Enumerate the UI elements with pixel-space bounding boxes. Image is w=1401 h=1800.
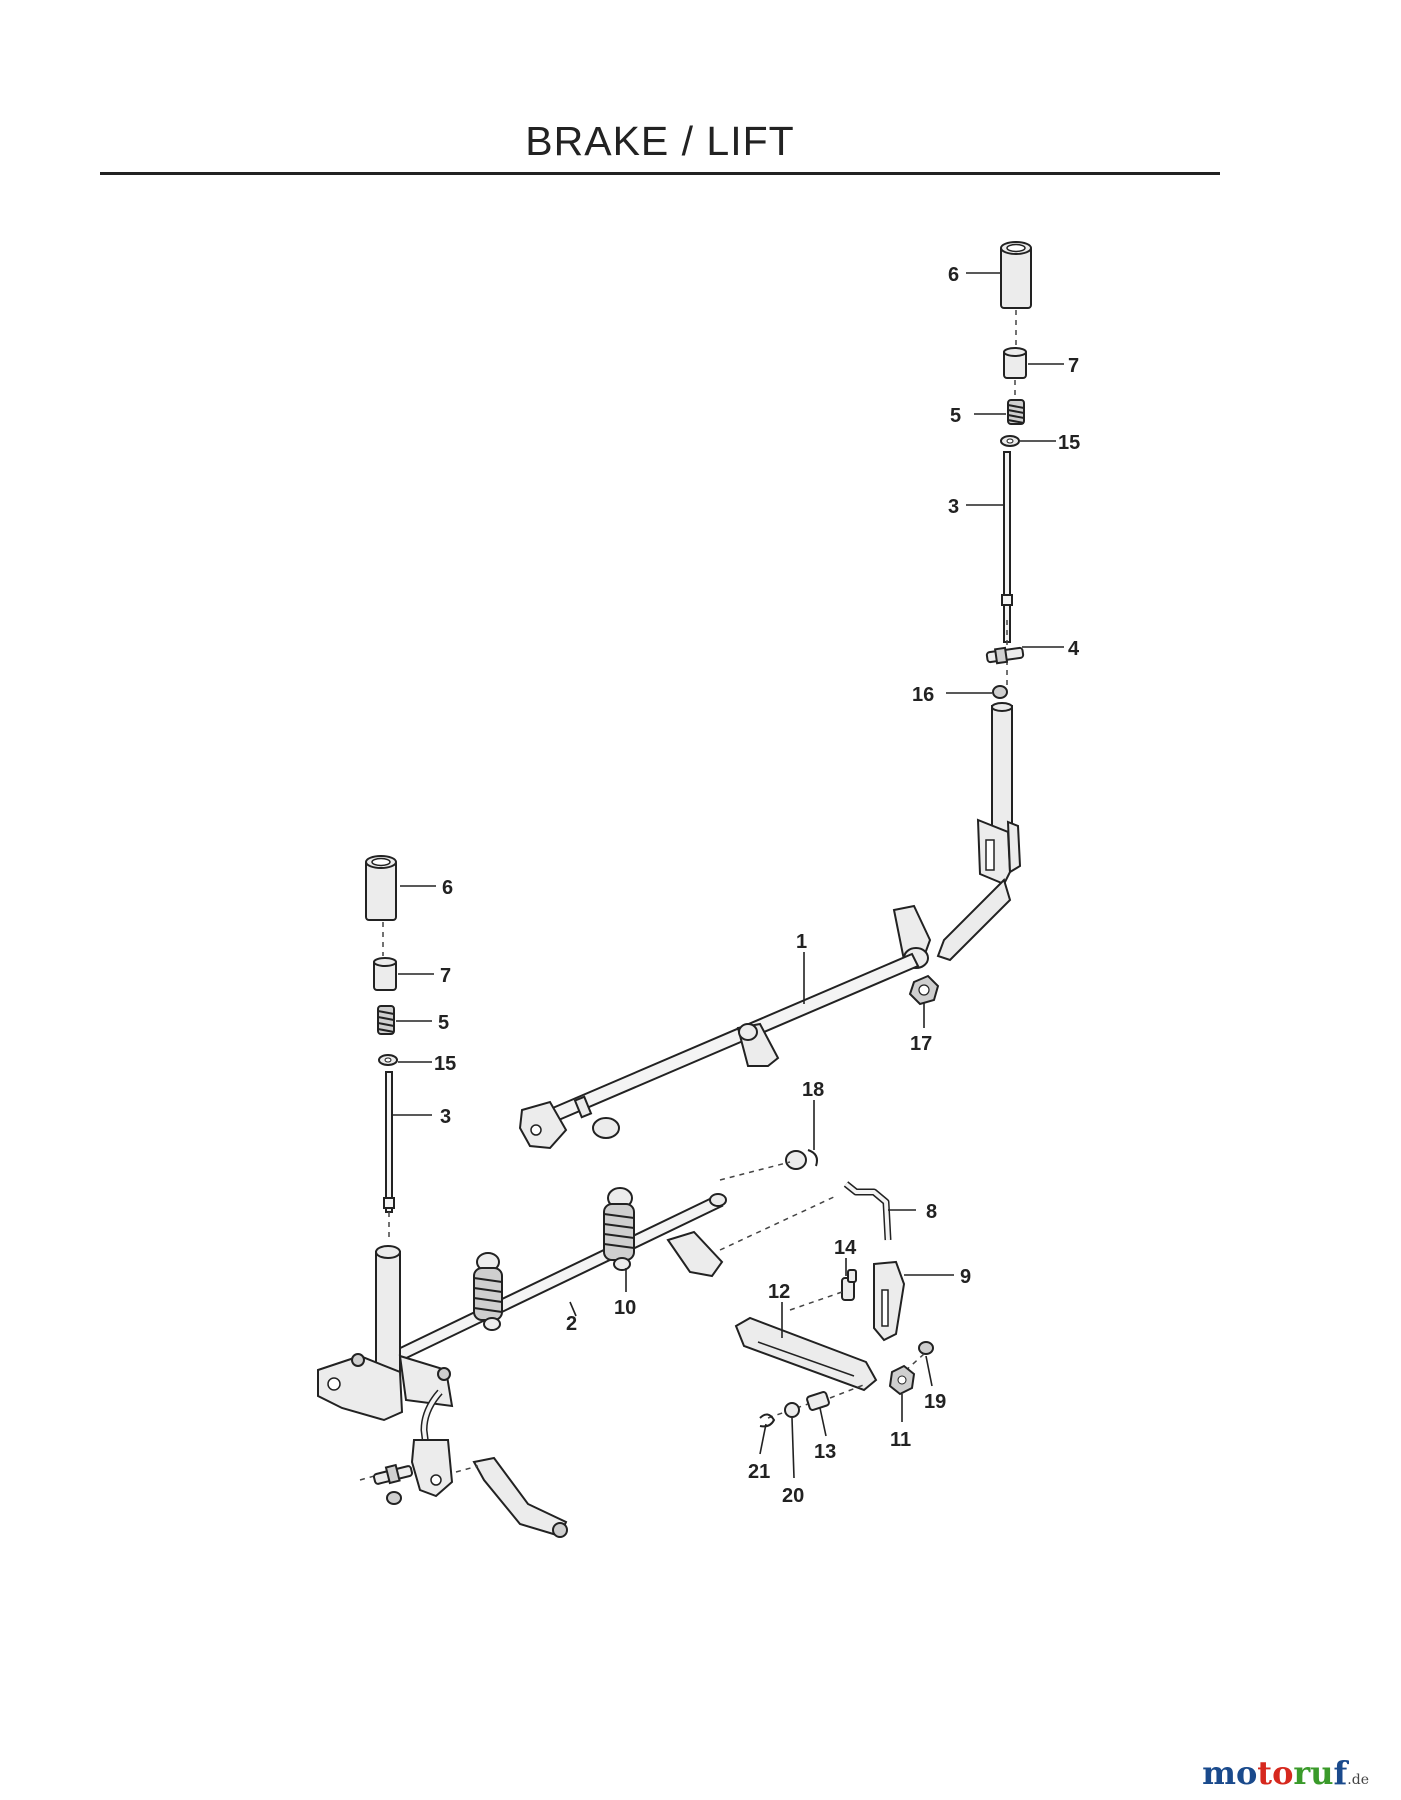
callout-1: 1 — [796, 931, 807, 953]
callout-19: 19 — [924, 1391, 946, 1413]
lever-9 — [873, 1260, 906, 1342]
nut-19 — [918, 1341, 934, 1355]
callout-8: 8 — [926, 1201, 937, 1223]
callout-left-15: 15 — [434, 1053, 456, 1075]
bushing-top — [1003, 347, 1027, 379]
callout-top-15: 15 — [1058, 432, 1080, 454]
callout-18: 18 — [802, 1079, 824, 1101]
callout-top-7: 7 — [1068, 355, 1079, 377]
watermark-brand-2: to — [1257, 1754, 1294, 1792]
callout-2: 2 — [566, 1313, 577, 1335]
page-title: BRAKE / LIFT — [525, 118, 795, 164]
watermark-suffix: .de — [1347, 1772, 1369, 1788]
callout-9: 9 — [960, 1266, 971, 1288]
title-rule — [100, 172, 1220, 175]
rod-8 — [843, 1181, 892, 1241]
clip-21 — [759, 1413, 776, 1428]
callout-12: 12 — [768, 1281, 790, 1303]
callout-labels: 6 7 5 15 3 4 16 6 7 5 15 3 1 17 18 8 14 … — [434, 264, 1080, 1507]
callout-top-5: 5 — [950, 405, 961, 427]
nut-17 — [908, 974, 940, 1006]
watermark-logo: motoruf.de — [1202, 1754, 1369, 1792]
spring-left — [473, 1252, 503, 1331]
callout-top-6: 6 — [948, 264, 959, 286]
watermark-brand-1: mo — [1202, 1754, 1258, 1792]
bushing-18 — [785, 1149, 818, 1170]
leader-lines — [392, 272, 1064, 1479]
callout-13: 13 — [814, 1441, 836, 1463]
callout-20: 20 — [782, 1485, 804, 1507]
grip-tube-left — [365, 855, 397, 921]
pedal-column-right — [936, 702, 1022, 962]
nut-top — [992, 685, 1008, 699]
callout-top-16: 16 — [912, 684, 934, 706]
grip-tube-top — [1000, 241, 1032, 309]
callout-left-3: 3 — [440, 1106, 451, 1128]
spring-top — [1007, 399, 1025, 425]
callout-left-5: 5 — [438, 1012, 449, 1034]
callout-top-3: 3 — [948, 496, 959, 518]
nut-11 — [888, 1364, 916, 1396]
callout-17: 17 — [910, 1033, 932, 1055]
callout-10: 10 — [614, 1297, 636, 1319]
left-column-assembly — [317, 855, 568, 1538]
rod-top — [1003, 451, 1011, 643]
pedal-column-left — [317, 1245, 454, 1422]
washer-20 — [784, 1402, 800, 1418]
callout-21: 21 — [748, 1461, 770, 1483]
watermark-brand-4: f — [1333, 1754, 1348, 1792]
link-12 — [734, 1316, 878, 1392]
lower-linkage-left — [359, 1389, 568, 1538]
cross-shaft-1 — [518, 952, 920, 1150]
callout-14: 14 — [834, 1237, 857, 1259]
callout-left-6: 6 — [442, 877, 453, 899]
spring-10 — [603, 1187, 635, 1271]
top-column-assembly — [892, 241, 1032, 1006]
rod-left — [385, 1071, 393, 1213]
shaft-2-assembly — [390, 1187, 727, 1364]
bushing-13 — [806, 1391, 830, 1411]
pin-top — [985, 646, 1025, 665]
watermark-brand-3: ru — [1293, 1754, 1334, 1792]
callout-top-4: 4 — [1068, 638, 1080, 660]
bushing-left — [373, 957, 397, 991]
callout-11: 11 — [890, 1429, 911, 1451]
callout-left-7: 7 — [440, 965, 451, 987]
pin-14 — [841, 1269, 857, 1301]
spring-left-col — [377, 1005, 395, 1035]
